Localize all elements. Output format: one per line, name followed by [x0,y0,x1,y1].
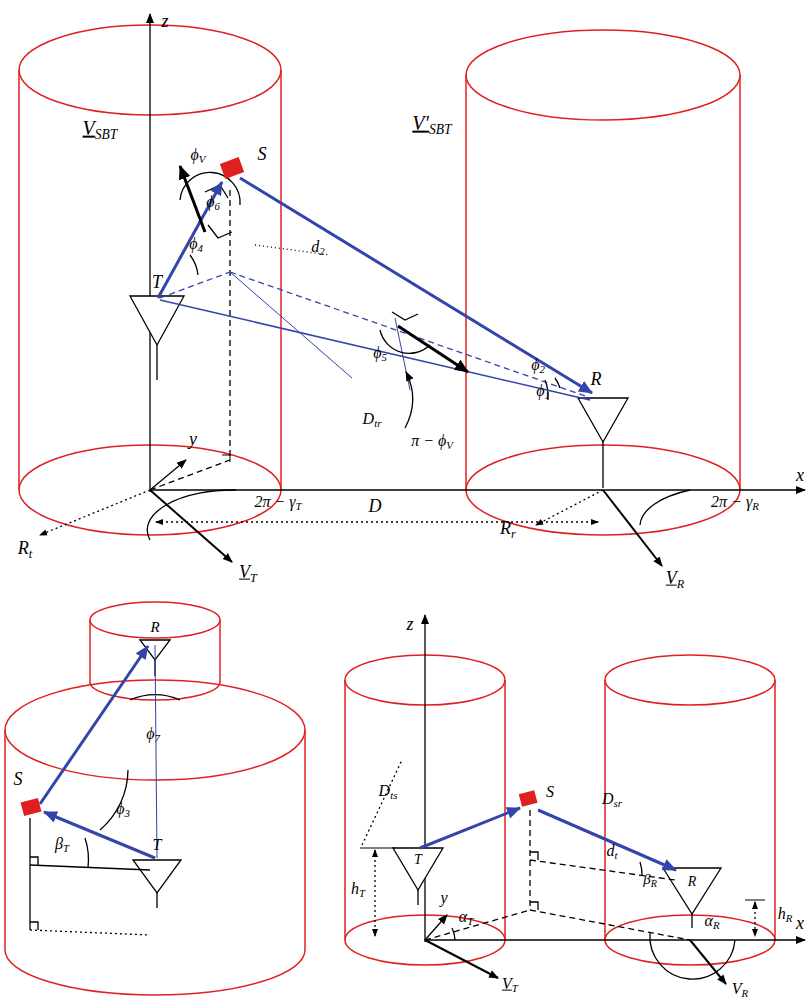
vector-label: VSBT [82,117,119,144]
distance-label: Dtr [362,410,383,431]
point-label: S [257,145,268,165]
distance-label: Dsr [601,790,623,811]
vector-label: VR [731,980,749,1001]
vector-label: VT [238,563,258,586]
point-label: R [687,874,698,889]
axis-label: z [160,12,169,32]
angle-label: βT [54,835,70,856]
radius-label: Rt [17,539,33,562]
distance-label: dt [605,842,618,863]
point-label: R [149,619,160,636]
point-label: S [545,783,555,801]
angle-label: αR [703,912,720,933]
axis-label: y [439,889,448,907]
angle-label: ϕ5 [372,344,388,365]
angle-label: αT [458,908,474,929]
point-label: T [413,852,423,867]
radius-label: Rr [499,519,517,542]
angle-label: ϕ3 [115,800,131,821]
point-label: R [590,370,603,390]
angle-label: ϕ2 [530,356,546,377]
point-label: T [152,836,163,854]
angle-label: 2π − γR [710,493,760,514]
angle-label: ϕ6 [205,193,221,214]
angle-label: 2π − γT [253,493,302,514]
point-label: T [151,273,163,293]
angle-label: ϕV [190,146,207,167]
height-label: hT [350,880,366,901]
angle-label: ϕ1 [535,382,551,403]
angle-label: ϕ4 [188,235,204,256]
height-label: hR [777,905,794,926]
axis-label: y [188,430,198,450]
angle-label: ϕ7 [145,725,161,746]
axis-label: z [405,615,414,635]
distance-label: d2 [310,238,325,259]
vector-label: V′SBT [411,112,452,139]
distance-label: Dts [378,782,399,803]
point-label: S [13,770,24,790]
vector-label: VT [501,975,519,996]
angle-label: βR [642,871,658,890]
angle-label: π − ϕV [410,432,454,453]
axis-label: x [795,466,805,486]
axis-label: x [795,914,805,934]
distance-label: D [368,497,383,517]
vector-label: VR [665,569,685,592]
